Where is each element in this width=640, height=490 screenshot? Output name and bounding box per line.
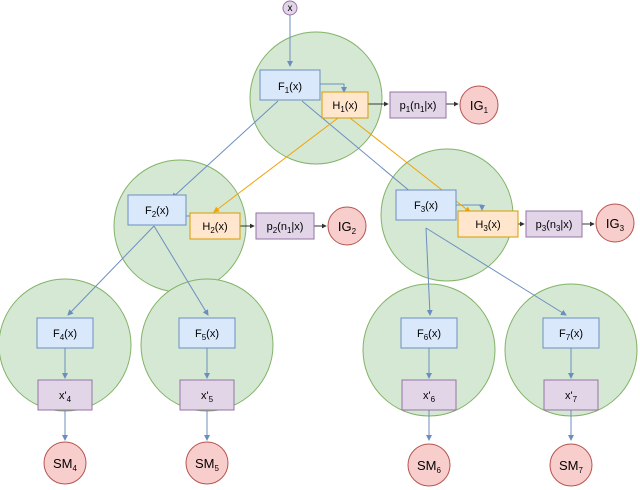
- prob-box-p2: p2(n1|x): [255, 212, 315, 240]
- sm-node-7: SM7: [549, 443, 593, 487]
- edge-f3-h3: [444, 204, 485, 211]
- feature-label-f7: F7(x): [559, 328, 583, 342]
- recon-box-5: x'5: [179, 379, 235, 411]
- recon-box-6: x'6: [401, 379, 457, 411]
- feature-box-f5: F5(x): [178, 317, 236, 349]
- sm-node-4: SM4: [43, 441, 87, 485]
- edge-f1-f2: [171, 100, 279, 199]
- prob-label-p1: p1(n1|x): [400, 100, 437, 114]
- edge-f3-f7: [425, 227, 567, 316]
- feature-box-f7: F7(x): [542, 317, 600, 349]
- recon-label-5: x'5: [201, 390, 214, 404]
- prob-label-p2: p2(n1|x): [267, 221, 304, 235]
- hash-label-h1: H1(x): [332, 100, 357, 114]
- ig-node-2: IG2: [327, 206, 367, 246]
- sm-node-6: SM6: [407, 443, 451, 487]
- feature-label-f3: F3(x): [414, 200, 438, 214]
- feature-label-f2: F2(x): [145, 205, 169, 219]
- sm-label-5: SM5: [195, 456, 220, 473]
- sm-label-4: SM4: [53, 456, 78, 473]
- edge-f1-f3: [301, 100, 419, 199]
- hash-box-h1: H1(x): [321, 91, 369, 119]
- feature-box-f2: F2(x): [127, 194, 187, 226]
- ig-label-2: IG2: [338, 219, 357, 236]
- input-node: [282, 0, 298, 16]
- recon-label-7: x'7: [565, 390, 578, 404]
- sm-label-7: SM7: [559, 458, 584, 475]
- recon-label-4: x'4: [59, 390, 72, 404]
- ig-label-1: IG1: [470, 98, 489, 115]
- feature-label-f5: F5(x): [195, 328, 219, 342]
- hash-label-h2: H2(x): [202, 221, 227, 235]
- hash-box-h3: H3(x): [457, 210, 519, 238]
- recon-label-6: x'6: [423, 390, 436, 404]
- feature-label-f6: F6(x): [417, 328, 441, 342]
- sm-label-6: SM6: [417, 458, 442, 475]
- edge-f1-h1: [320, 83, 347, 93]
- recon-box-4: x'4: [37, 379, 93, 411]
- ig-label-3: IG3: [606, 216, 625, 233]
- ig-node-1: IG1: [459, 85, 499, 125]
- feature-box-f4: F4(x): [36, 317, 94, 349]
- input-label: x: [288, 3, 293, 14]
- feature-box-f3: F3(x): [395, 189, 457, 221]
- feature-box-f1: F1(x): [259, 69, 321, 101]
- edge-f2-f4: [67, 225, 155, 316]
- edge-h1-h2: [213, 117, 339, 213]
- ig-node-3: IG3: [595, 203, 635, 243]
- prob-box-p1: p1(n1|x): [389, 91, 447, 119]
- feature-label-f4: F4(x): [53, 328, 77, 342]
- hash-label-h3: H3(x): [475, 219, 500, 233]
- prob-label-p3: p3(n3|x): [536, 219, 573, 233]
- feature-box-f6: F6(x): [400, 317, 458, 349]
- recon-box-7: x'7: [543, 379, 599, 411]
- feature-label-f1: F1(x): [278, 81, 302, 95]
- sm-node-5: SM5: [185, 441, 229, 485]
- edge-f3-f6: [425, 227, 433, 316]
- edge-f2-f5: [153, 225, 209, 316]
- hash-box-h2: H2(x): [189, 212, 241, 240]
- prob-box-p3: p3(n3|x): [525, 210, 583, 238]
